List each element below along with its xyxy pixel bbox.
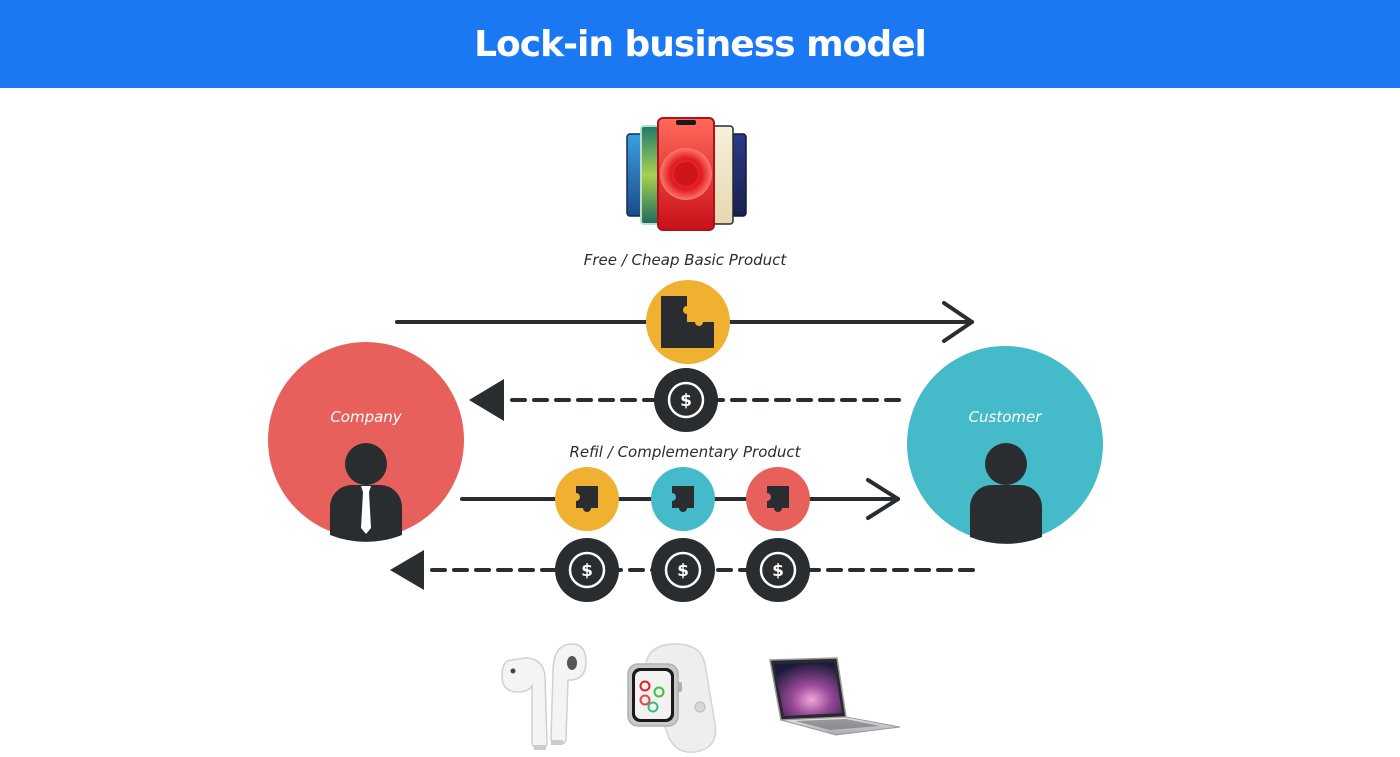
company-label: Company (330, 408, 402, 426)
basic-product-piece (646, 280, 730, 364)
refill-piece (746, 467, 810, 531)
coin-circle (746, 538, 810, 602)
refill-payment-coin: $ (555, 538, 619, 602)
basic-payment-coin: $ (654, 368, 718, 432)
puzzle-piece-icon (576, 486, 598, 512)
coin-ring (664, 551, 702, 589)
dollar-icon: $ (581, 561, 593, 581)
coin-ring (568, 551, 606, 589)
laptop-image (769, 657, 901, 736)
refill-coins: $ $ $ (555, 538, 810, 602)
page-title: Lock-in business model (474, 23, 927, 65)
header-bar: Lock-in business model (0, 0, 1400, 88)
puzzle-piece-icon (767, 486, 789, 512)
dollar-icon: $ (772, 561, 784, 581)
refill-product-label: Refil / Complementary Product (569, 443, 801, 461)
person-icon (970, 443, 1042, 544)
company-node: Company (268, 342, 464, 542)
basic-product-label: Free / Cheap Basic Product (584, 251, 788, 269)
coin-circle (555, 538, 619, 602)
customer-label: Customer (969, 408, 1043, 426)
smartwatch-image (627, 643, 717, 753)
refill-piece (651, 467, 715, 531)
businessman-icon (330, 443, 402, 542)
dollar-icon: $ (677, 561, 689, 581)
refill-piece (555, 467, 619, 531)
puzzle-piece-icon (672, 486, 694, 512)
refill-payment-coin: $ (651, 538, 715, 602)
puzzle-piece-icon (661, 296, 714, 348)
refill-pieces (555, 467, 810, 531)
customer-node: Customer (907, 346, 1103, 544)
smartphones-image (626, 117, 747, 231)
refill-payment-coin: $ (746, 538, 810, 602)
dollar-icon: $ (680, 391, 692, 411)
earbuds-image (501, 643, 587, 750)
coin-circle (651, 538, 715, 602)
coin-ring (759, 551, 797, 589)
